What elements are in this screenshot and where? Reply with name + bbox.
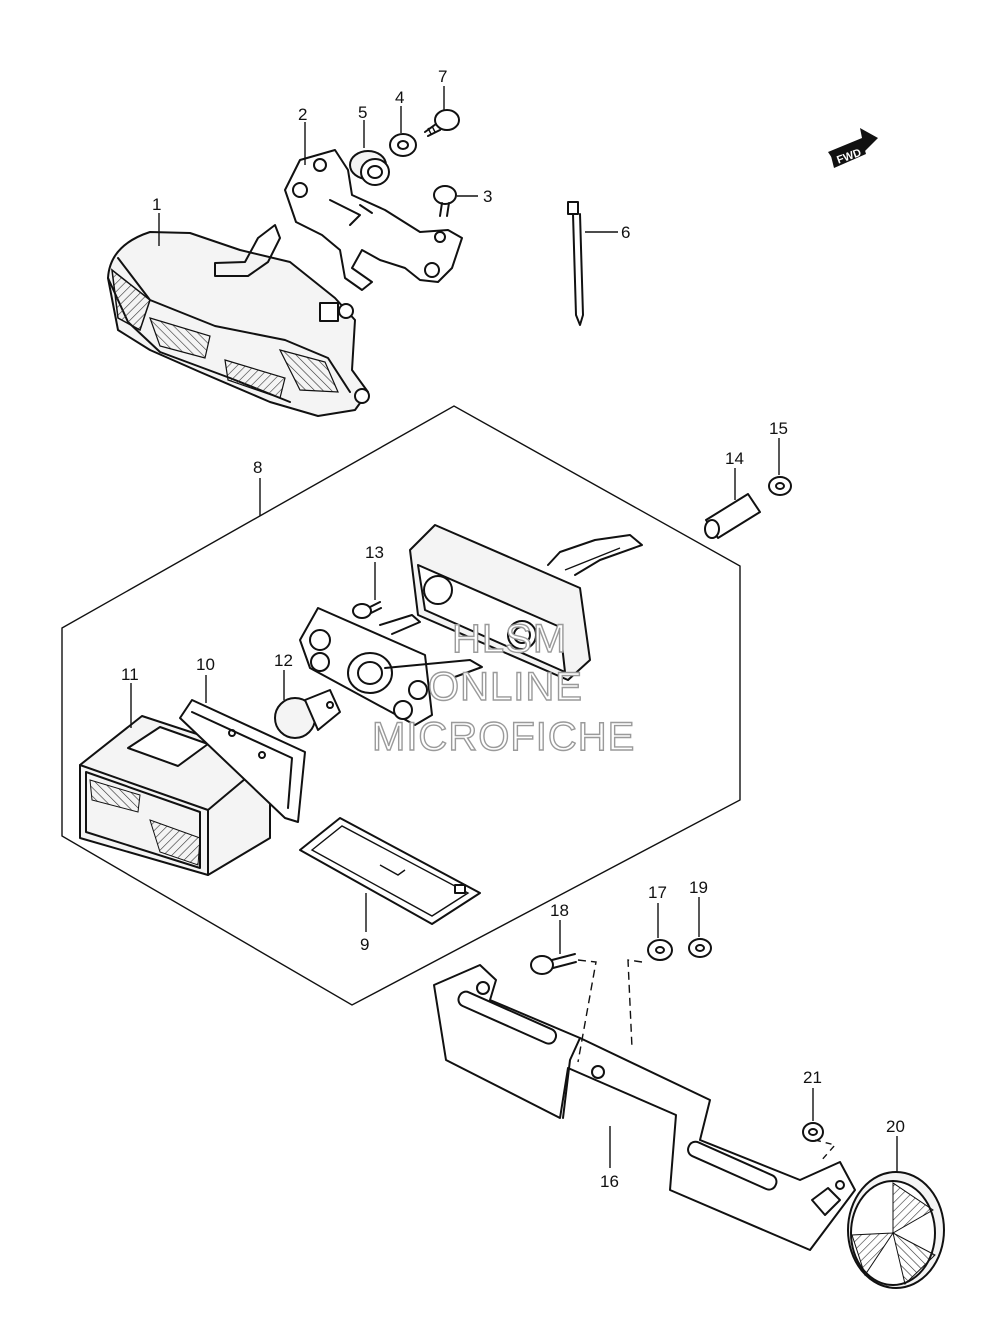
watermark-line-3: MICROFICHE [372,715,635,759]
leader-lines [130,86,898,1172]
nut-part-15 [768,476,792,496]
callout-2: 2 [298,105,307,124]
callout-15: 15 [769,419,788,438]
nut-part-19 [688,938,712,958]
bracket-part-16 [433,964,856,1251]
callout-19: 19 [689,878,708,897]
lamp-housing [409,524,643,681]
cable-tie-part-6 [567,201,584,326]
callout-9: 9 [360,935,369,954]
screw-part-13 [352,601,382,619]
screw-part-3 [433,185,457,217]
washer-part-17 [647,939,673,961]
callout-20: 20 [886,1117,905,1136]
watermark-line-1: HLSM [452,617,567,661]
nut-part-21 [802,1122,824,1142]
callout-labels: 1 2 3 4 5 6 7 8 9 10 11 12 13 14 15 16 1… [121,67,905,1191]
callout-14: 14 [725,449,744,468]
callout-16: 16 [600,1172,619,1191]
bolt-part-18 [530,953,577,975]
tail-lamp-part-1 [107,224,370,417]
spacer-part-14 [704,493,761,539]
callout-18: 18 [550,901,569,920]
bracket-part-2 [284,149,463,291]
bulb-part-12 [274,689,341,739]
socket-holder [299,607,483,726]
callout-10: 10 [196,655,215,674]
callout-1: 1 [152,195,161,214]
callout-3: 3 [483,187,492,206]
callout-21: 21 [803,1068,822,1087]
gasket-part-10 [179,699,306,823]
plate-part-9 [299,817,481,925]
grommet-part-5 [349,150,390,186]
watermark-line-2: ONLINE [428,665,583,709]
callout-7: 7 [438,67,447,86]
screw-part-7 [424,109,460,137]
alignment-lines [577,959,837,1163]
washer-part-4 [389,133,417,157]
callout-12: 12 [274,651,293,670]
callout-4: 4 [395,88,404,107]
callout-6: 6 [621,223,630,242]
callout-17: 17 [648,883,667,902]
assembly-outline-part-8 [61,405,741,1006]
callout-8: 8 [253,458,262,477]
callout-5: 5 [358,103,367,122]
reflector-part-20 [847,1171,945,1289]
callout-13: 13 [365,543,384,562]
callout-11: 11 [121,665,139,684]
fwd-direction-arrow: FWD [828,128,878,168]
watermark: HLSM ONLINE MICROFICHE [371,616,635,759]
